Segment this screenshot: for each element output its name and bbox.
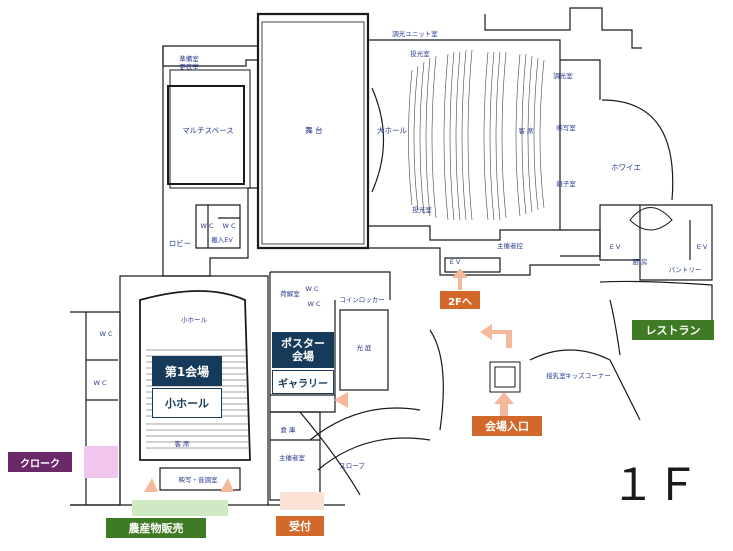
label-storage: 倉 庫	[280, 425, 296, 434]
arrow-to-2f	[452, 268, 468, 290]
label-kids-corner: キッズコーナー	[565, 371, 611, 380]
label-nursing: 授乳室	[546, 371, 566, 380]
wall-right-lower	[429, 329, 641, 431]
badge-farm-sales: 農産物販売	[106, 518, 206, 538]
badge-reception: 受付	[276, 516, 324, 536]
entry-triangle-poster	[334, 392, 348, 408]
label-ev-left: E V	[450, 258, 461, 266]
wall-large-hall	[368, 39, 561, 241]
light-court-room	[339, 309, 389, 391]
badge-cloak: クローク	[8, 452, 72, 472]
badge-farm-sales-text: 農産物販売	[128, 522, 184, 535]
wall-poster-hall	[269, 272, 336, 413]
small-hall-shape	[139, 290, 251, 461]
farm-sales-zone	[132, 500, 228, 516]
arrow-entrance-up	[494, 392, 514, 420]
entrance-doors	[489, 361, 521, 393]
label-wc-3: W C	[99, 330, 112, 338]
restaurant-curve	[599, 280, 713, 356]
badge-restaurant: レストラン	[632, 320, 714, 340]
label-stage: 舞 台	[305, 125, 322, 135]
label-multi-space: マルチスペース	[182, 126, 234, 135]
stage-apron	[371, 87, 385, 193]
label-seats-large: 客 席	[518, 126, 534, 135]
badge-to-2f: 2Fへ	[440, 291, 480, 309]
label-seats-small: 客 席	[174, 439, 190, 448]
wall-foyer	[560, 59, 674, 257]
label-dimmer-unit: 調光ユニット室	[392, 29, 438, 38]
label-wc-1: W C	[200, 222, 213, 230]
label-projection-top: 投光室	[410, 49, 430, 58]
label-dressing: 更衣室	[179, 62, 199, 71]
badge-session1-text: 第1会場	[164, 364, 210, 379]
wall-2f-stairs	[444, 257, 501, 273]
wall-multi-space	[162, 45, 259, 67]
label-lobby: ロビー	[169, 239, 192, 248]
wall-right-block	[599, 204, 713, 281]
large-hall-seat-rows	[408, 49, 545, 221]
entry-triangle-right	[220, 478, 234, 492]
wall-slope	[299, 407, 431, 496]
label-materials-room: 荷解室	[280, 289, 300, 298]
entry-triangle-left	[144, 478, 158, 492]
badge-entrance: 会場入口	[472, 416, 542, 436]
wall-small-hall-bottom	[159, 467, 241, 491]
spiral-stair	[629, 207, 673, 231]
badge-reception-text: 受付	[289, 520, 311, 533]
wall-center	[270, 247, 600, 300]
label-light-court: 光 庭	[356, 343, 372, 352]
label-wc-2: W C	[222, 222, 235, 230]
label-organizer-waiting: 主催者控	[497, 241, 524, 250]
label-ev-kitchen: E V	[610, 243, 621, 251]
badge-gallery-text: ギャラリー	[278, 378, 328, 390]
stage-inner	[261, 21, 365, 245]
label-wc-4: W C	[93, 379, 106, 387]
multi-space-room	[167, 85, 245, 185]
cloak-zone	[84, 446, 118, 478]
label-foyer: ホワイエ	[611, 163, 641, 172]
badge-poster-text: ポスター 会場	[281, 337, 325, 363]
badge-to-2f-text: 2Fへ	[448, 296, 472, 308]
multi-space-inner	[169, 69, 251, 189]
badge-entrance-text: 会場入口	[485, 420, 529, 433]
badge-cloak-text: クローク	[20, 458, 60, 470]
reception-zone	[280, 492, 324, 510]
label-small-hall: 小ホール	[181, 315, 208, 324]
badge-small-hall-sub-text: 小ホール	[165, 397, 209, 410]
badge-gallery: ギャラリー	[272, 370, 334, 394]
wall-wc-lobby	[195, 204, 241, 249]
badge-session1: 第1会場	[152, 356, 222, 386]
label-projection-control: 映写・音調室	[179, 475, 219, 484]
badge-small-hall-sub: 小ホール	[152, 388, 222, 418]
label-wc-5: W C	[305, 285, 318, 293]
wall-left-wing	[70, 311, 121, 506]
wall-top-right	[484, 7, 642, 49]
badge-poster: ポスター 会場	[272, 332, 334, 368]
label-organizer-room: 主催者室	[279, 453, 306, 462]
label-film-room: 映写室	[556, 123, 576, 132]
label-slope: スロープ	[339, 462, 365, 470]
label-prep-room: 準備室	[179, 54, 199, 63]
label-dimmer-room: 調光室	[553, 71, 573, 80]
label-projection-bottom: 投光室	[412, 205, 432, 214]
label-pantry: パントリー	[669, 266, 702, 274]
floor-label: １Ｆ	[611, 460, 699, 511]
label-large-hall: 大ホール	[377, 125, 407, 135]
label-wc-6: W C	[307, 300, 320, 308]
label-coin-locker: コインロッカー	[339, 296, 385, 304]
label-kitchen: 厨 房	[632, 257, 647, 266]
badge-restaurant-text: レストラン	[645, 324, 701, 337]
label-ev-right: E V	[697, 243, 708, 251]
label-ev-carry: 搬入EV	[211, 235, 233, 244]
arrow-corner	[480, 324, 512, 348]
label-parent-child: 親子室	[556, 179, 576, 188]
